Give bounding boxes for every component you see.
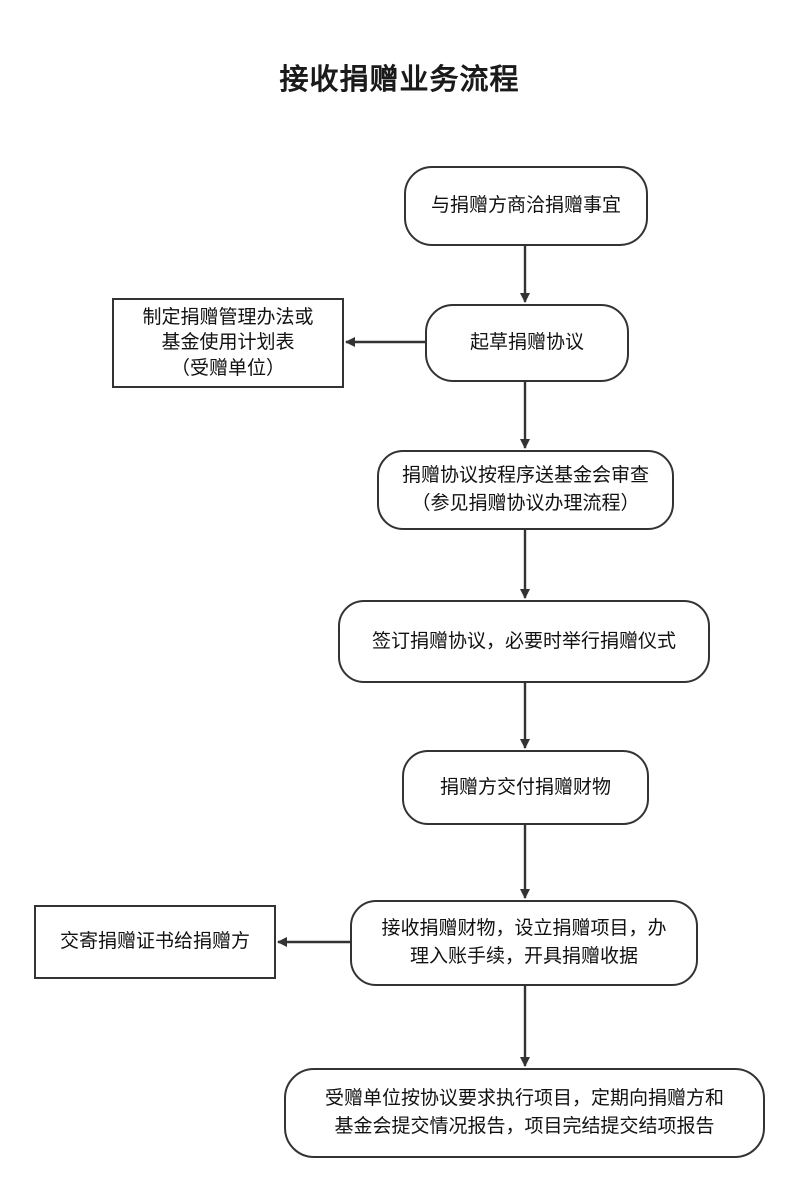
step-draft-agreement: 起草捐赠协议 (425, 304, 629, 382)
step-deliver-property-label: 捐赠方交付捐赠财物 (439, 775, 611, 798)
side-management-plan-label: 制定捐赠管理办法或 基金使用计划表 （受赠单位） (142, 305, 314, 379)
step-execute-project: 受赠单位按协议要求执行项目，定期向捐赠方和 基金会提交情况报告，项目完结提交结项… (284, 1068, 765, 1158)
step-draft-agreement-label: 起草捐赠协议 (469, 331, 584, 354)
diagram-title: 接收捐赠业务流程 (279, 62, 520, 96)
step-sign-agreement: 签订捐赠协议，必要时举行捐赠仪式 (338, 600, 710, 683)
side-management-plan: 制定捐赠管理办法或 基金使用计划表 （受赠单位） (112, 298, 344, 388)
step-negotiate-label: 与捐赠方商洽捐赠事宜 (430, 194, 621, 217)
step-receive-property-label: 接收捐赠财物，设立捐赠项目，办 理入账手续，开具捐赠收据 (381, 917, 667, 967)
step-deliver-property: 捐赠方交付捐赠财物 (402, 750, 649, 825)
side-send-certificate-label: 交寄捐赠证书给捐赠方 (59, 930, 250, 953)
step-receive-property: 接收捐赠财物，设立捐赠项目，办 理入账手续，开具捐赠收据 (350, 900, 698, 986)
step-review-label: 捐赠协议按程序送基金会审查 （参见捐赠协议办理流程） (401, 464, 649, 514)
step-negotiate: 与捐赠方商洽捐赠事宜 (404, 166, 648, 246)
step-review: 捐赠协议按程序送基金会审查 （参见捐赠协议办理流程） (377, 450, 674, 530)
side-send-certificate: 交寄捐赠证书给捐赠方 (34, 905, 276, 979)
step-sign-agreement-label: 签订捐赠协议，必要时举行捐赠仪式 (371, 629, 676, 652)
step-execute-project-label: 受赠单位按协议要求执行项目，定期向捐赠方和 基金会提交情况报告，项目完结提交结项… (324, 1087, 724, 1137)
